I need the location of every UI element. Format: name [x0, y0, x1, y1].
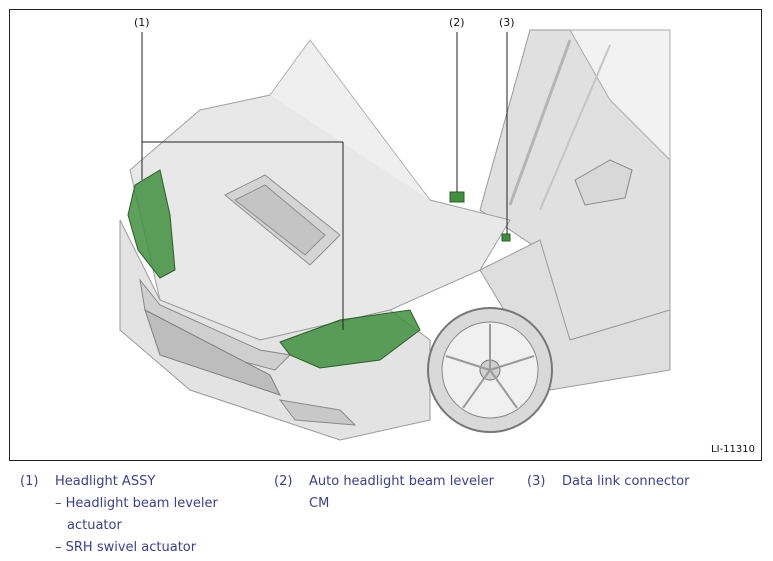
legend-sub-item: actuator	[67, 518, 122, 533]
beam-leveler-cm-highlight	[449, 191, 465, 203]
callout-3: (3)	[499, 16, 515, 29]
figure-id-label: LI-11310	[711, 444, 755, 455]
headlight-assy-left-highlight	[127, 169, 176, 279]
legend-title: Auto headlight beam leveler	[309, 474, 494, 489]
legend-title: Data link connector	[562, 474, 690, 489]
legend-sub-item: – SRH swivel actuator	[55, 540, 197, 555]
data-link-connector-highlight	[501, 233, 511, 242]
legend-title-cont: CM	[309, 496, 330, 511]
car-illustration	[119, 29, 671, 441]
legend-title: Headlight ASSY	[55, 474, 156, 489]
callout-1: (1)	[134, 16, 150, 29]
legend-number: (3)	[527, 474, 546, 489]
headlight-assy-right-highlight	[279, 309, 421, 369]
legend-number: (2)	[274, 474, 293, 489]
legend-sub-item: – Headlight beam leveler	[55, 496, 218, 511]
legend-number: (1)	[20, 474, 39, 489]
diagram-figure: (1) (2) (3) LI-11310	[9, 9, 762, 461]
leader-lines	[141, 32, 508, 330]
callout-2: (2)	[449, 16, 465, 29]
